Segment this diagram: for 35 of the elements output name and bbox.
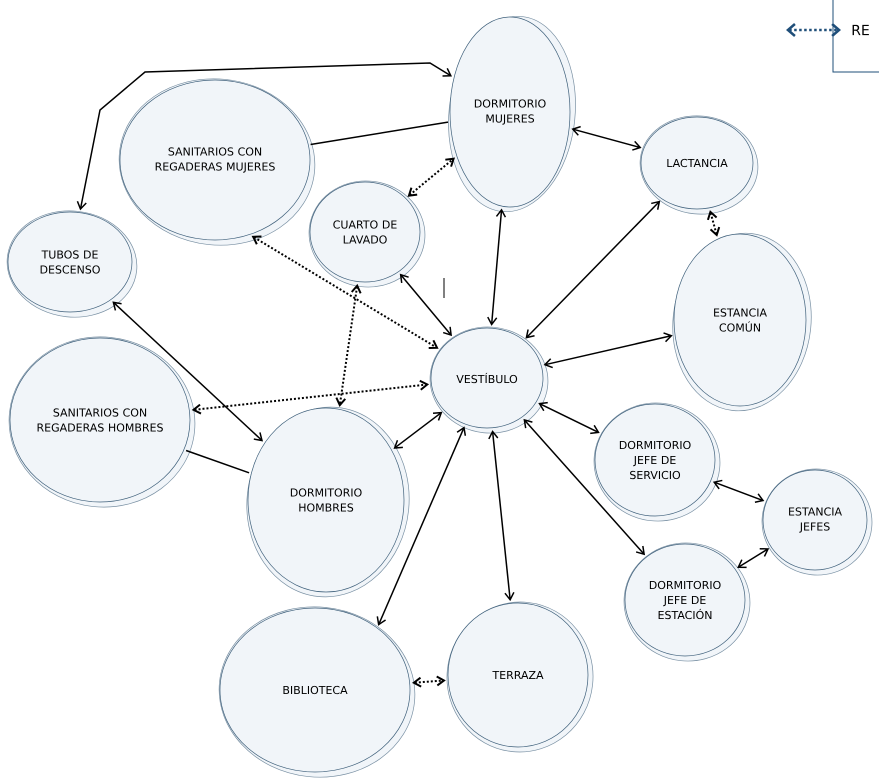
room-bubble: ESTANCIA JEFES <box>762 468 872 576</box>
room-bubble: CUARTO DE LAVADO <box>308 180 426 288</box>
room-bubble: SANITARIOS CON REGADERAS HOMBRES <box>8 336 196 508</box>
arrow <box>112 301 264 442</box>
arrow <box>252 236 439 350</box>
arrow <box>76 62 452 210</box>
room-bubble: DORMITORIO MUJERES <box>448 16 576 212</box>
room-bubble: DORMITORIO JEFE DE ESTACIÓN <box>624 542 750 662</box>
arrow <box>487 208 506 326</box>
arrow <box>538 402 600 434</box>
arrow <box>412 676 446 688</box>
legend-text: RE <box>852 24 869 36</box>
arrow <box>488 430 515 602</box>
arrow <box>394 412 442 449</box>
room-bubble: DORMITORIO JEFE DE SERVICIO <box>594 402 720 522</box>
arrow <box>400 274 452 336</box>
room-bubble: DORMITORIO HOMBRES <box>246 406 410 598</box>
room-bubble: TUBOS DE DESCENSO <box>6 210 138 318</box>
arrow <box>335 284 362 408</box>
arrow <box>571 126 642 151</box>
room-bubble: SANITARIOS CON REGADERAS MUJERES <box>118 78 316 246</box>
arrow <box>192 380 430 414</box>
arrow <box>712 480 764 504</box>
room-bubble: ESTANCIA COMÚN <box>672 232 812 412</box>
arrow <box>376 426 466 626</box>
arrow <box>706 210 720 237</box>
arrow <box>407 158 456 197</box>
arrow <box>525 200 660 339</box>
arrow <box>544 332 673 368</box>
room-bubble: BIBLIOTECA <box>218 606 416 778</box>
arrow <box>523 418 646 556</box>
room-bubble: TERRAZA <box>446 602 594 752</box>
room-bubble: VESTÍBULO <box>430 326 548 434</box>
arrow <box>737 548 770 568</box>
room-bubble: LACTANCIA <box>640 116 758 214</box>
